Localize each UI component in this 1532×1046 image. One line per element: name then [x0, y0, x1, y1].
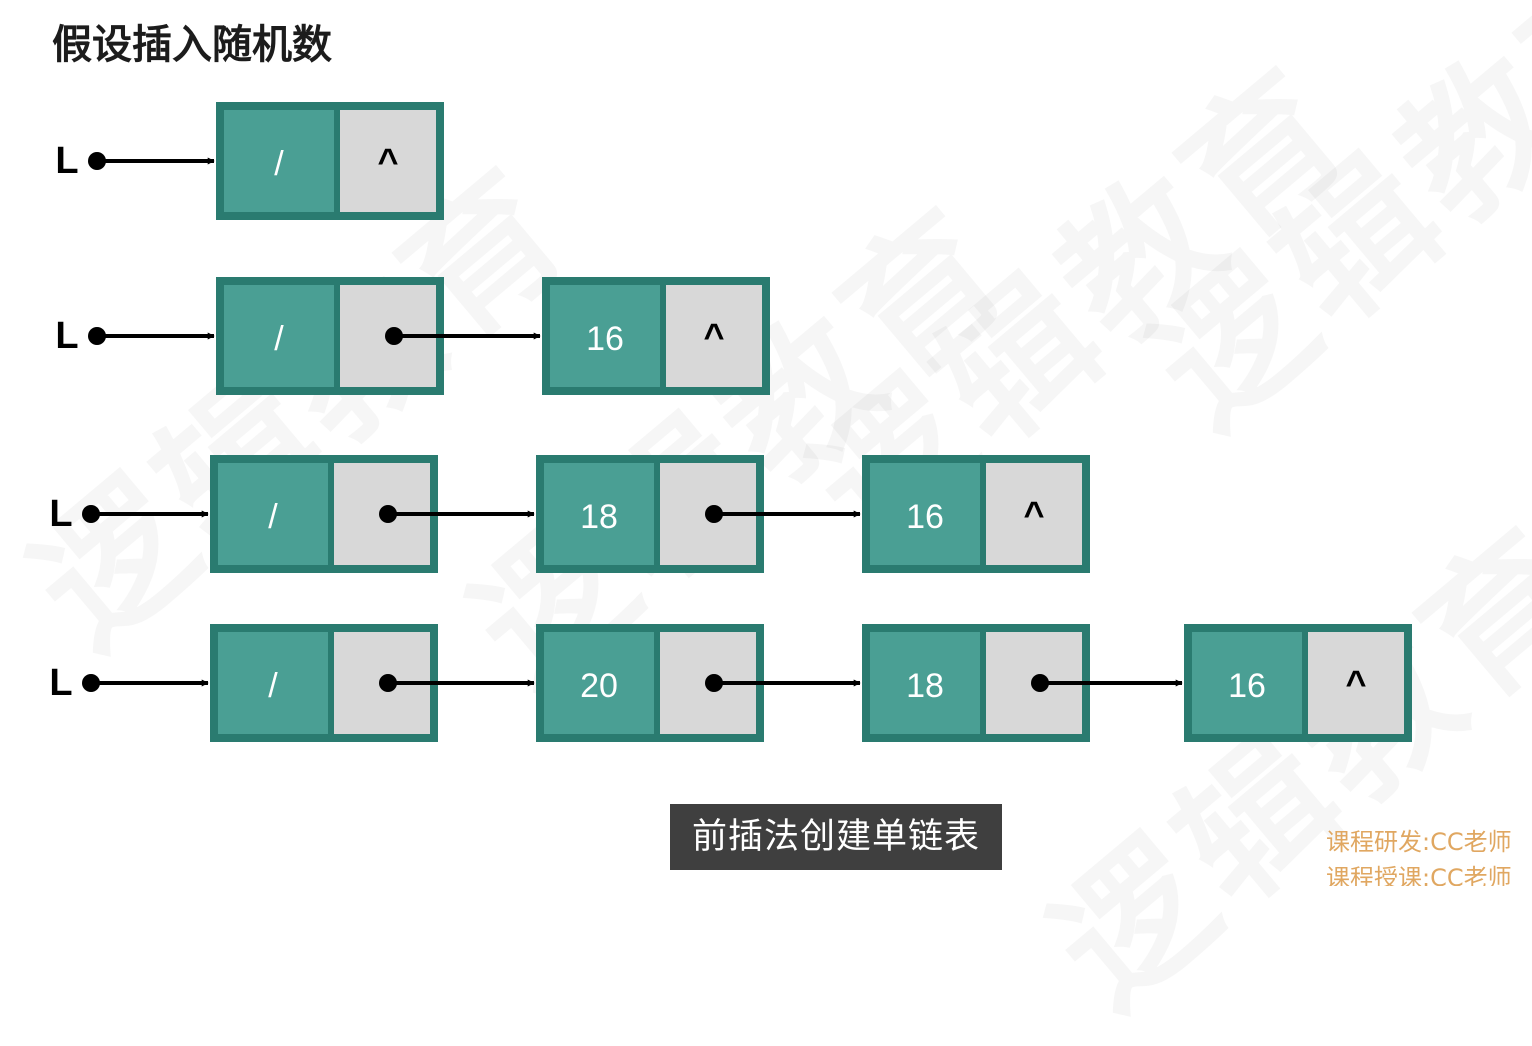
- credit-line-lecture: 课程授课:CC老师: [1326, 864, 1512, 886]
- head-pointer-label: L: [55, 315, 78, 357]
- credits: 课程研发:CC老师 课程授课:CC老师: [1326, 824, 1532, 886]
- list-node: 16 ^: [1184, 624, 1412, 742]
- node-data-label: 20: [580, 667, 618, 705]
- node-data-label: 18: [906, 667, 944, 705]
- data-field: [224, 285, 334, 387]
- node-data-label: 16: [906, 498, 944, 536]
- node-data-label: 16: [1228, 667, 1266, 705]
- null-pointer-symbol: ^: [377, 141, 398, 182]
- data-field: [870, 463, 980, 565]
- list-node: 20: [536, 624, 764, 742]
- head-node: /^: [216, 102, 444, 220]
- pointer-field: [986, 463, 1082, 565]
- node-data-label: /: [268, 498, 278, 536]
- pointer-field: [666, 285, 762, 387]
- node-data-label: /: [274, 145, 284, 183]
- head-pointer-label: L: [49, 493, 72, 535]
- head-node: /: [216, 277, 444, 395]
- list-node: 16 ^: [862, 455, 1090, 573]
- pointer-field: [340, 110, 436, 212]
- data-field: [218, 463, 328, 565]
- page-title: 假设插入随机数: [52, 22, 332, 68]
- data-field: [218, 632, 328, 734]
- head-pointer-label: L: [49, 662, 72, 704]
- data-field: [544, 632, 654, 734]
- data-field: [550, 285, 660, 387]
- pointer-field: [1308, 632, 1404, 734]
- subtitle-caption: 前插法创建单链表: [670, 804, 1002, 870]
- data-field: [544, 463, 654, 565]
- node-data-label: /: [268, 667, 278, 705]
- head-pointer-label: L: [55, 140, 78, 182]
- node-data-label: 18: [580, 498, 618, 536]
- node-data-label: 16: [586, 320, 624, 358]
- null-pointer-symbol: ^: [1345, 663, 1366, 704]
- credit-line-research: 课程研发:CC老师: [1326, 828, 1512, 856]
- list-node: 16 ^: [542, 277, 770, 395]
- data-field: [224, 110, 334, 212]
- data-field: [870, 632, 980, 734]
- data-field: [1192, 632, 1302, 734]
- null-pointer-symbol: ^: [1023, 494, 1044, 535]
- null-pointer-symbol: ^: [703, 316, 724, 357]
- node-data-label: /: [274, 320, 284, 358]
